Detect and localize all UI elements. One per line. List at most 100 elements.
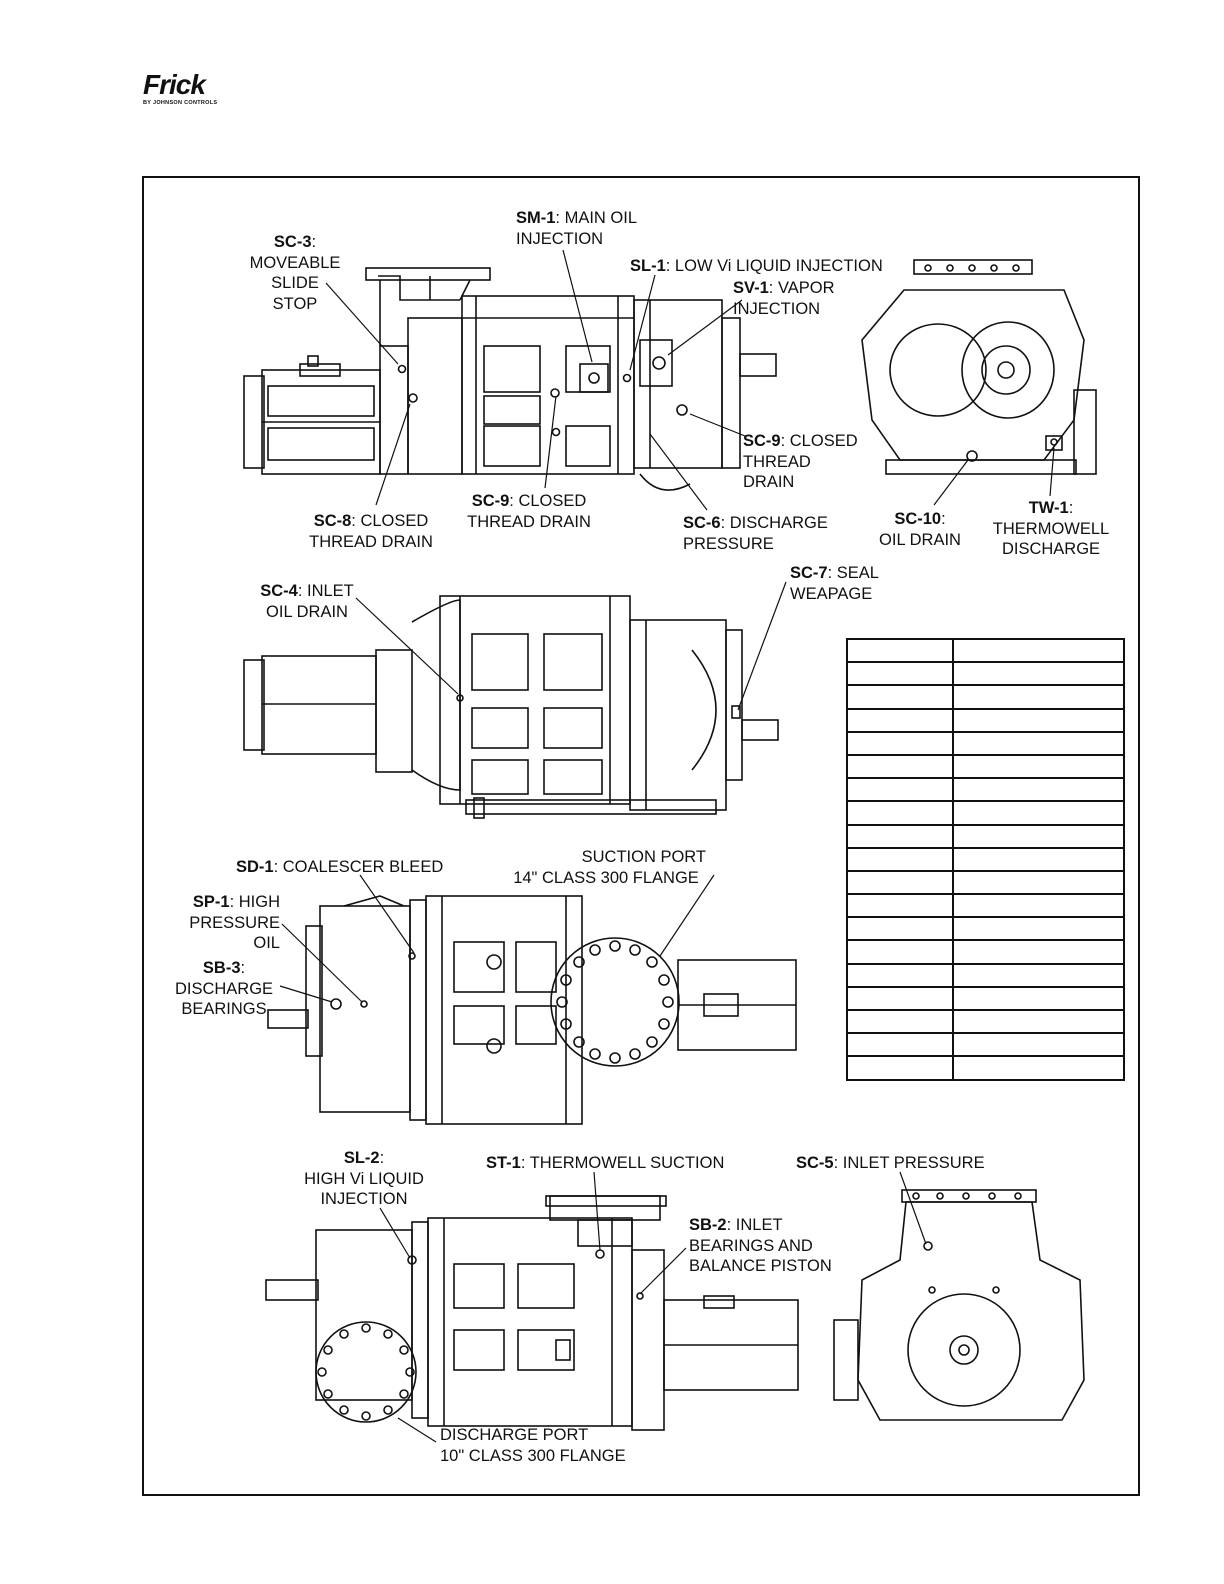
table-row [846,637,1125,664]
drawing-frame [142,176,1140,1496]
logo-subtitle: BY JOHNSON CONTROLS [143,100,218,106]
table-row [846,985,1125,1012]
table-cell [846,962,954,988]
table-row [846,707,1125,733]
callout-text: : [941,510,946,528]
callout-code: SC-3 [273,233,312,251]
callout-text: : LOW Vi LIQUID INJECTION [665,257,883,275]
callout-text: : MAIN OIL [555,209,638,227]
table-row [846,1008,1125,1035]
table-cell [952,753,1125,780]
callout-line: STOP [272,294,318,313]
callout-line: OIL [253,934,280,952]
table-row [846,823,1125,849]
callout-code: SB-2 [689,1216,727,1234]
callout-text: : CLOSED [780,432,858,450]
leader-lines [279,249,1055,1443]
table-cell [952,661,1125,687]
callout-code: SC-5 [796,1154,834,1172]
callout-line: SUCTION PORT [581,848,706,866]
callout-line: MOVEABLE [249,253,341,272]
callout-text: : [1068,499,1074,517]
table-cell [846,1032,954,1058]
table-row [846,893,1125,919]
callout-sc7: SC-7: SEAL WEAPAGE [790,563,879,604]
callout-tw1: TW-1: THERMOWELL DISCHARGE [984,498,1118,560]
callout-code: SC-9 [743,432,781,450]
callout-sc8: SC-8: CLOSED THREAD DRAIN [298,511,444,552]
table-cell [952,1008,1125,1035]
view-bottom-plan [267,895,797,1125]
callout-suction-port: SUCTION PORT 14" CLASS 300 FLANGE [500,847,712,888]
table-cell [952,707,1125,733]
frick-logo: Frick BY JOHNSON CONTROLS [143,71,218,107]
table-cell [846,823,954,849]
table-row [846,1032,1125,1058]
callout-sm1: SM-1: MAIN OIL INJECTION [516,208,637,249]
table-row [846,730,1125,756]
table-cell [846,869,954,896]
table-row [846,869,1125,896]
callout-text: : INLET [726,1216,783,1234]
callout-sc9-center: SC-9: CLOSED THREAD DRAIN [456,491,602,532]
table-cell [952,985,1125,1012]
callout-text: : DISCHARGE [720,514,828,532]
callout-code: TW-1 [1028,499,1069,517]
callout-sp1: SP-1: HIGH PRESSURE OIL [170,892,280,954]
callout-code: SC-10 [894,510,942,528]
callout-line: DISCHARGE PORT [440,1426,589,1444]
callout-line: DISCHARGE [174,979,274,998]
table-row [846,962,1125,988]
table-cell [952,916,1125,942]
callout-line: BALANCE PISTON [689,1257,832,1275]
table-row [846,684,1125,710]
callout-text: : SEAL [827,564,879,582]
callout-sc6: SC-6: DISCHARGE PRESSURE [683,513,828,554]
callout-sd1: SD-1: COALESCER BLEED [236,857,443,878]
callout-line: HIGH Vi LIQUID [304,1169,424,1188]
table-cell [846,684,954,710]
table-cell [846,707,954,733]
callout-sb2: SB-2: INLET BEARINGS AND BALANCE PISTON [689,1215,832,1277]
callout-discharge-port: DISCHARGE PORT 10" CLASS 300 FLANGE [440,1425,626,1466]
callout-line: THREAD DRAIN [467,512,591,531]
table-cell [952,777,1125,803]
table-cell [952,962,1125,988]
view-top-side [243,267,777,491]
callout-line: PRESSURE [683,534,774,553]
table-cell [846,1055,954,1081]
callout-code: SB-3 [202,959,241,977]
table-cell [846,661,954,687]
callout-line: INJECTION [320,1190,408,1208]
table-cell [846,985,954,1012]
callout-line: INJECTION [516,229,604,248]
callout-code: SV-1 [733,279,769,297]
table-cell [952,823,1125,849]
table-cell [846,916,954,942]
table-row [846,939,1125,965]
callout-code: SM-1 [516,209,556,227]
callout-sv1: SV-1: VAPOR INJECTION [733,278,835,319]
callout-text: : THERMOWELL SUCTION [520,1154,725,1172]
callout-line: INJECTION [733,299,821,318]
table-cell [952,800,1125,826]
callout-text: : CLOSED [509,492,587,510]
callout-line: PRESSURE [189,913,280,932]
callout-code: SC-6 [683,514,721,532]
callout-sl2: SL-2: HIGH Vi LIQUID INJECTION [294,1148,434,1210]
table-cell [952,684,1125,710]
callout-sc4: SC-4: INLET OIL DRAIN [248,581,366,622]
callout-sc3: SC-3: MOVEABLE SLIDE STOP [236,232,354,314]
callout-code: SL-1 [630,257,666,275]
callout-text: : VAPOR [768,279,835,297]
table-row [846,753,1125,780]
callout-sc10: SC-10: OIL DRAIN [868,509,972,550]
callout-text: : COALESCER BLEED [273,858,444,876]
table-row [846,846,1125,872]
table-cell [846,846,954,872]
view-discharge-end [861,259,1097,475]
callout-code: SC-9 [471,492,510,510]
callout-line: OIL DRAIN [266,602,348,621]
callout-line: THREAD DRAIN [309,532,433,551]
